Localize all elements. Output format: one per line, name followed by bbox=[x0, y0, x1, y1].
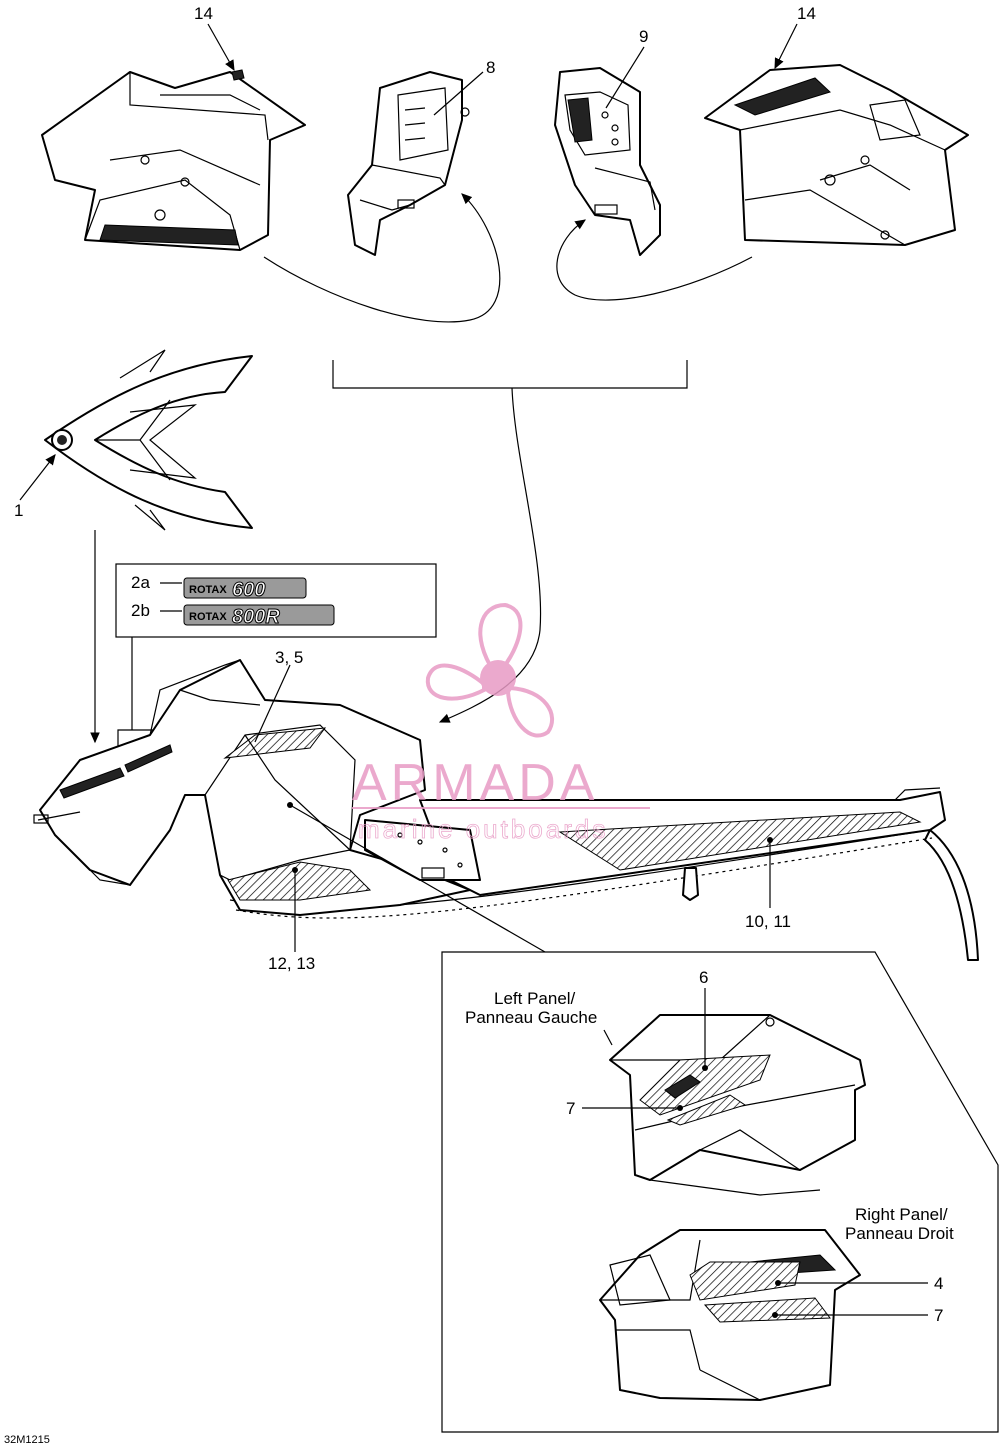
callout-2a: 2a bbox=[131, 573, 150, 592]
armada-watermark: ARMADA marine outboards bbox=[352, 602, 650, 844]
left-panel-detail bbox=[609, 1014, 866, 1196]
diagram-code: 32M1215 bbox=[4, 1434, 50, 1446]
callout-14-right: 14 bbox=[797, 4, 816, 23]
callout-14-left: 14 bbox=[194, 4, 213, 23]
callout-12-13: 12, 13 bbox=[268, 954, 315, 973]
right-panel-detail bbox=[599, 1229, 861, 1401]
watermark-tagline: marine outboards bbox=[358, 814, 608, 844]
watermark-name: ARMADA bbox=[352, 754, 598, 812]
right-panel-title-1: Right Panel/ bbox=[855, 1205, 948, 1224]
callout-1: 1 bbox=[14, 501, 23, 520]
right-panel-title-2: Panneau Droit bbox=[845, 1224, 954, 1243]
svg-text:ROTAX: ROTAX bbox=[189, 584, 227, 596]
callout-7-left: 7 bbox=[566, 1099, 575, 1118]
callout-4: 4 bbox=[934, 1274, 943, 1293]
propeller-logo bbox=[425, 602, 555, 738]
svg-text:800R: 800R bbox=[232, 606, 280, 628]
callout-2b: 2b bbox=[131, 601, 150, 620]
rotax-800r-decal: ROTAX 800R bbox=[183, 604, 335, 629]
callout-10-11: 10, 11 bbox=[745, 912, 791, 931]
console-piece-8 bbox=[347, 71, 470, 256]
console-piece-9 bbox=[554, 67, 661, 256]
svg-text:600: 600 bbox=[232, 579, 265, 601]
side-panel-left-top bbox=[41, 69, 306, 251]
rotax-600-decal: ROTAX 600 bbox=[183, 577, 307, 602]
callout-9: 9 bbox=[639, 27, 648, 46]
callout-7-right: 7 bbox=[934, 1306, 943, 1325]
callout-8: 8 bbox=[486, 58, 495, 77]
left-panel-title-1: Left Panel/ bbox=[494, 989, 576, 1008]
left-panel-title-2: Panneau Gauche bbox=[465, 1008, 597, 1027]
rotax-decal-box: 2a ROTAX 600 2b ROTAX 800R bbox=[115, 563, 437, 638]
vehicle-body bbox=[33, 659, 979, 961]
svg-text:ROTAX: ROTAX bbox=[189, 611, 227, 623]
side-panel-right-top bbox=[704, 64, 969, 246]
callout-3-5: 3, 5 bbox=[275, 648, 303, 667]
callout-6: 6 bbox=[699, 968, 708, 987]
nose-cap-1 bbox=[44, 349, 253, 531]
